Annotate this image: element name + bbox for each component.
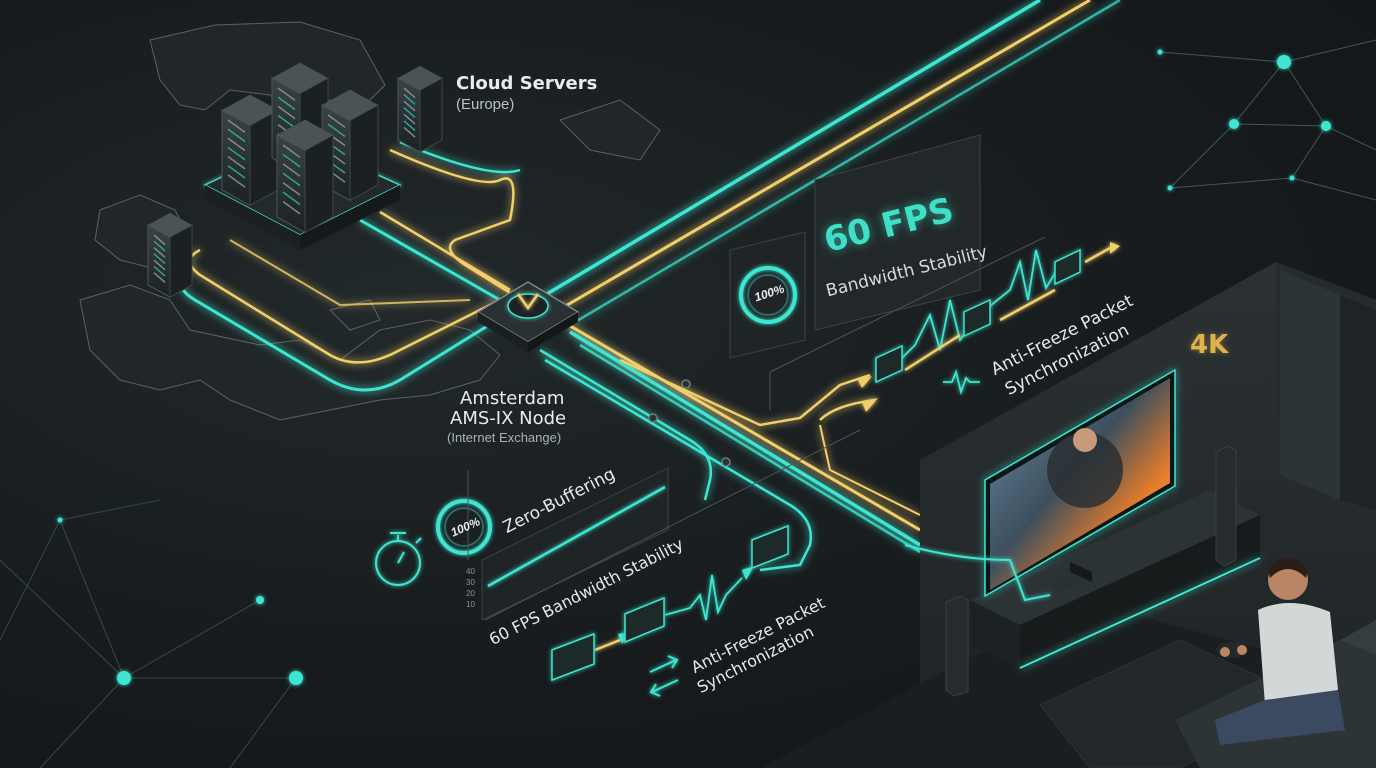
server-towers: [147, 62, 443, 298]
bottom-metrics-panel: [436, 429, 861, 621]
node-subtitle: (Internet Exchange): [447, 430, 562, 445]
server-tower: [221, 94, 279, 207]
top-packets: [875, 248, 1081, 384]
node-title-name: AMS-IX Node: [450, 408, 567, 429]
bottom-axis-ticks: 40 30 20 10: [466, 566, 475, 610]
constellation-top-right: [1159, 39, 1376, 201]
stopwatch-icon: [375, 532, 422, 586]
tv-4k-badge: 4K: [1190, 330, 1229, 360]
node-title-city: Amsterdam: [460, 388, 565, 409]
backbone-route-top: [519, 0, 1121, 327]
waveform-icon: [943, 369, 980, 396]
axis-tick: 10: [466, 600, 475, 609]
living-room: [760, 262, 1376, 768]
server-tower: [147, 212, 193, 298]
route-node-to-tv: [539, 318, 921, 572]
constellation-nodes-top: [1157, 49, 1331, 191]
amsterdam-node: [476, 281, 580, 352]
axis-tick: 20: [466, 589, 475, 598]
constellation-nodes-bottom: [57, 517, 303, 685]
axis-tick: 40: [466, 567, 475, 576]
chevron-down-icon: [516, 293, 540, 311]
constellation-bottom-left: [0, 499, 297, 768]
sync-arrows-icon: [649, 655, 679, 697]
axis-tick: 30: [466, 578, 475, 587]
bottom-packets: [551, 524, 789, 682]
cloud-servers-title: Cloud Servers: [456, 73, 598, 94]
server-tower: [276, 119, 334, 234]
top-metrics-panel: [729, 134, 1046, 410]
cloud-servers-subtitle: (Europe): [456, 96, 515, 113]
route-junctions: [648, 379, 731, 467]
server-tower: [397, 65, 443, 153]
